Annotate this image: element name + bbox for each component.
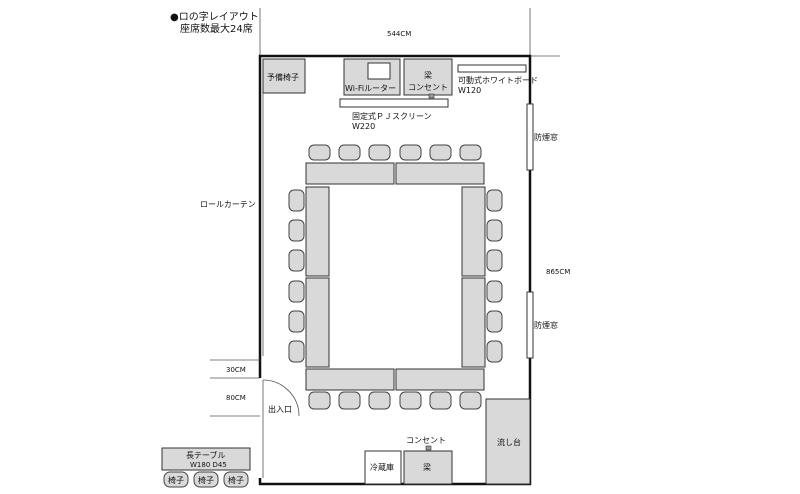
chairs-bottom	[308, 391, 482, 410]
legend-chair-1	[163, 471, 189, 488]
dim-width: 544CM	[387, 30, 411, 38]
whiteboard-width: W120	[458, 86, 481, 95]
outlet-bottom-label: コンセント	[406, 436, 446, 445]
legend-table-label: 長テーブル	[186, 450, 226, 460]
screen-width: W220	[352, 122, 375, 131]
pj-screen	[339, 98, 449, 108]
chair	[368, 391, 391, 410]
legend-chair-2	[193, 471, 219, 488]
chairs-top	[308, 144, 482, 161]
wifi-router-label: Wi-Fiルーター	[345, 84, 396, 93]
smoke-window-2-label: 防煙窓	[534, 320, 558, 330]
legend-table	[161, 447, 251, 471]
table-left-upper	[305, 186, 330, 277]
chair	[399, 391, 422, 410]
title-line-2: 座席数最大24席	[180, 22, 253, 35]
smoke-window-1-label: 防煙窓	[534, 132, 558, 142]
legend-chair-3	[223, 471, 249, 488]
chair	[399, 144, 422, 161]
chair	[288, 189, 305, 212]
whiteboard-label: 可動式ホワイトボード	[458, 75, 538, 85]
table-top-right	[395, 162, 485, 185]
chair	[486, 340, 503, 363]
roll-curtain-label: ロールカーテン	[200, 200, 256, 209]
sink-box	[485, 398, 531, 485]
spare-chairs-box	[262, 58, 306, 94]
chair	[486, 219, 503, 242]
dim-30: 30CM	[226, 366, 246, 374]
chair	[486, 189, 503, 212]
smoke-window-1	[526, 103, 534, 171]
legend-chair-1-label: 椅子	[168, 475, 184, 485]
chair	[368, 144, 391, 161]
chair	[308, 391, 331, 410]
chair	[459, 144, 482, 161]
beam-top-label: 梁	[424, 71, 432, 80]
chair	[308, 144, 331, 161]
chair	[338, 144, 361, 161]
table-bottom-left	[305, 368, 395, 391]
screen-label: 固定式ＰＪスクリーン	[352, 111, 432, 121]
chair	[288, 219, 305, 242]
chair	[486, 280, 503, 303]
chair	[429, 391, 452, 410]
dim-80: 80CM	[226, 394, 246, 402]
chair	[288, 340, 305, 363]
beam-bottom-box	[403, 450, 453, 485]
table-top-left	[305, 162, 395, 185]
chair	[486, 310, 503, 333]
chairs-right	[486, 189, 503, 363]
outlet-bottom-icon	[425, 445, 432, 451]
chair	[338, 391, 361, 410]
whiteboard	[457, 64, 527, 73]
chair	[486, 249, 503, 272]
table-bottom-right	[395, 368, 485, 391]
dim-height: 865CM	[546, 268, 570, 276]
chair	[459, 391, 482, 410]
chair	[429, 144, 452, 161]
table-right-upper	[461, 186, 486, 277]
table-left-lower	[305, 277, 330, 368]
beam-top-box	[403, 58, 453, 96]
legend-chair-2-label: 椅子	[198, 475, 214, 485]
fridge-box	[364, 450, 402, 485]
chair	[288, 280, 305, 303]
fridge-label: 冷蔵庫	[370, 462, 394, 472]
chair	[288, 310, 305, 333]
beam-bottom-label: 梁	[423, 463, 431, 472]
entrance-label: 出入口	[268, 404, 292, 414]
door-swing-arc	[262, 379, 300, 417]
outlet-top-icon	[428, 93, 435, 99]
table-group	[305, 162, 486, 391]
smoke-window-2	[526, 291, 534, 359]
table-right-lower	[461, 277, 486, 368]
legend-chair-3-label: 椅子	[228, 475, 244, 485]
beam-top-outlet: コンセント	[408, 83, 448, 92]
router-device	[367, 62, 391, 80]
sink-label: 流し台	[497, 437, 521, 447]
title-line-1: ●ロの字レイアウト	[170, 10, 259, 23]
chair	[288, 249, 305, 272]
chairs-left	[288, 189, 305, 363]
legend-table-size: W180 D45	[190, 461, 227, 469]
spare-chairs-label: 予備椅子	[267, 72, 299, 82]
